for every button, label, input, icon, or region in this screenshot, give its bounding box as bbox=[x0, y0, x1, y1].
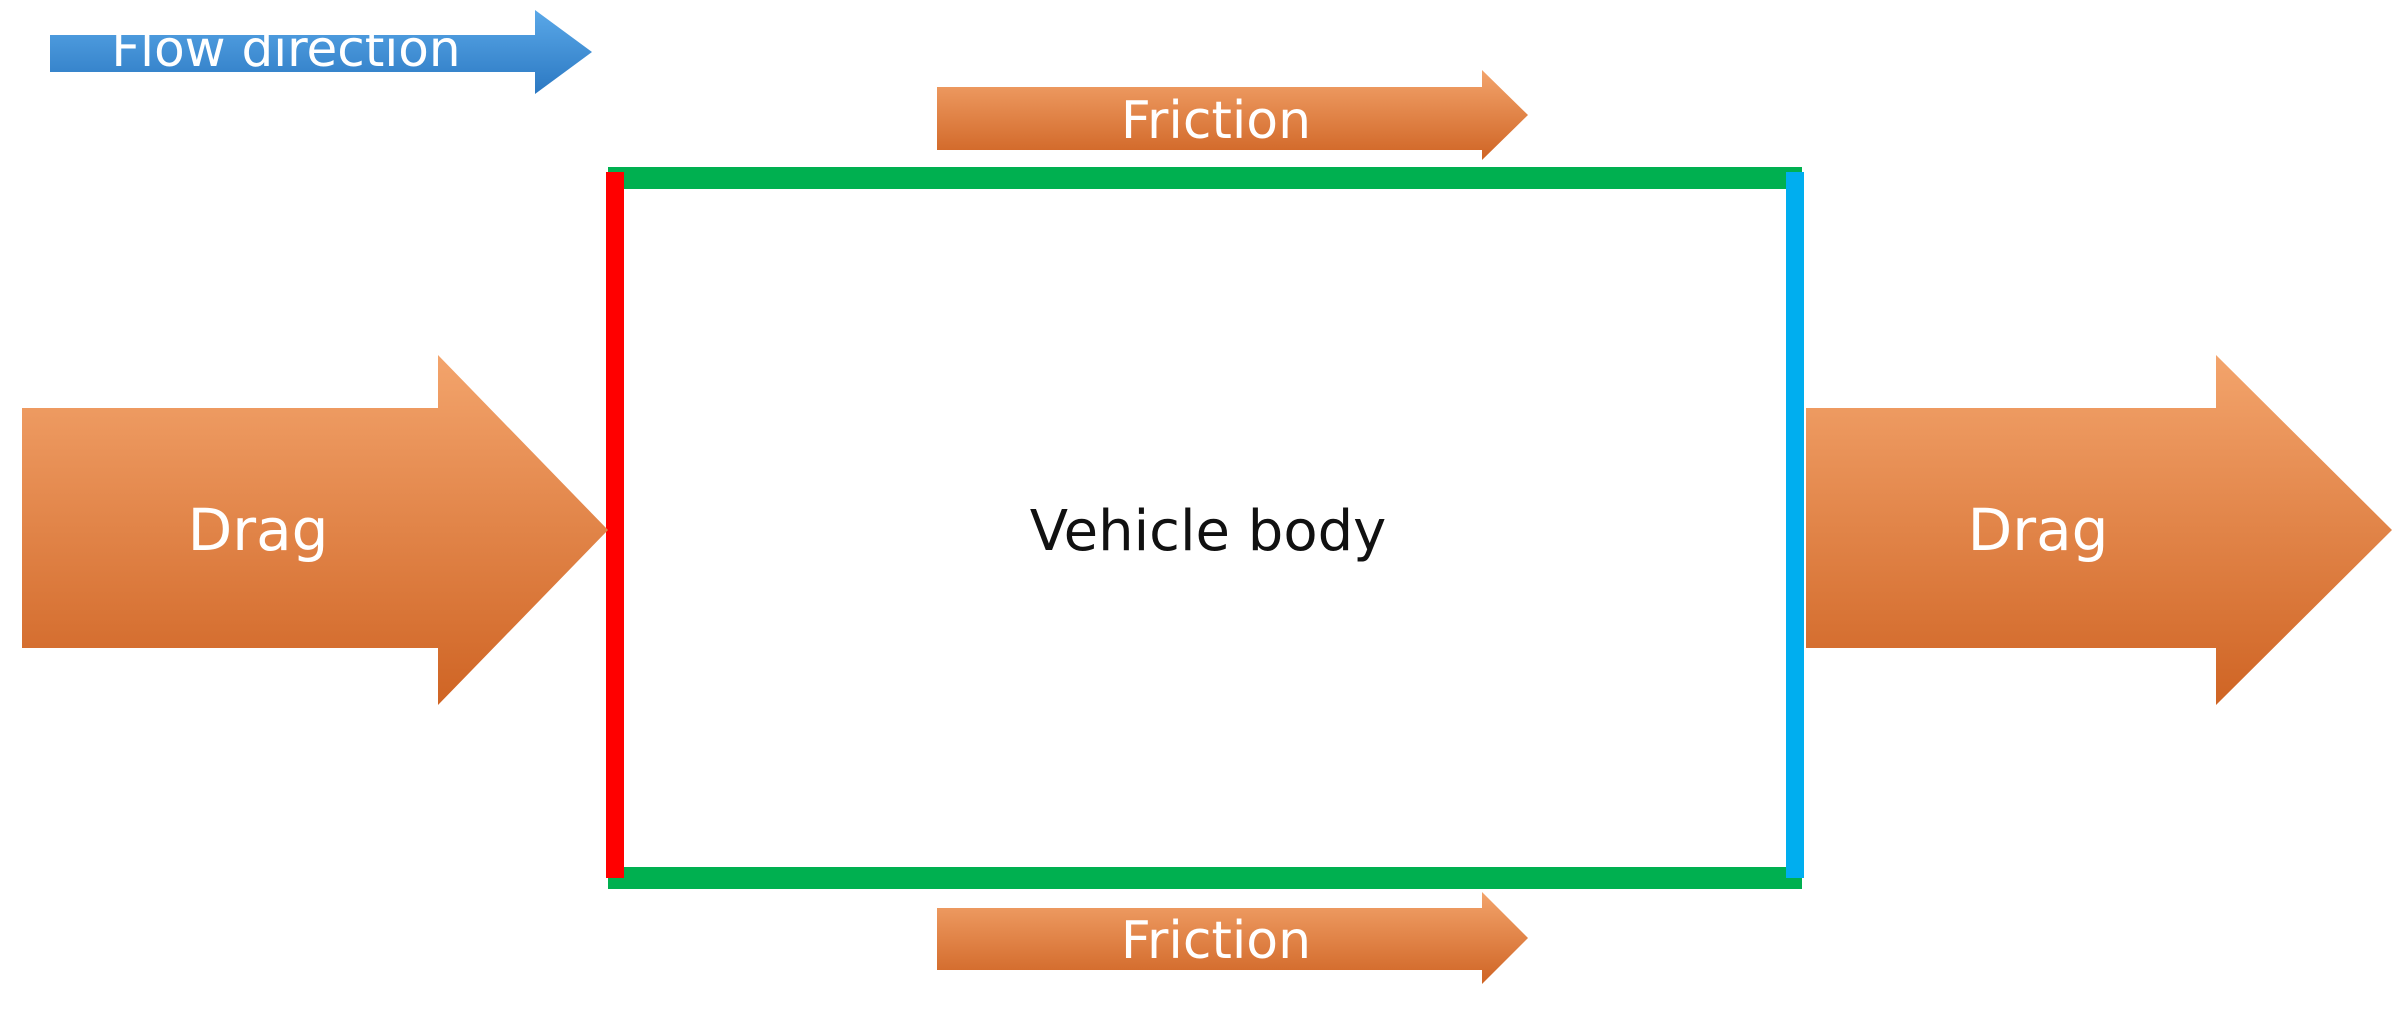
friction-bottom-label: Friction bbox=[1121, 911, 1311, 971]
drag-arrow-right: Drag bbox=[1806, 355, 2392, 705]
drag-arrow-left: Drag bbox=[22, 355, 608, 705]
flow-direction-arrow-shape bbox=[50, 10, 592, 94]
vehicle-body-label: Vehicle body bbox=[1030, 499, 1387, 564]
friction-arrow-bottom: Friction bbox=[937, 892, 1528, 984]
friction-arrow-top-shape bbox=[937, 70, 1528, 160]
friction-arrow-bottom-shape bbox=[937, 892, 1528, 984]
vehicle-body: Vehicle body bbox=[606, 167, 1804, 889]
drag-arrow-left-shape bbox=[22, 355, 608, 705]
flow-direction-label: Flow direction bbox=[111, 20, 460, 78]
drag-arrow-right-shape bbox=[1806, 355, 2392, 705]
flow-direction-arrow: Flow direction bbox=[50, 10, 592, 94]
vehicle-body-fill bbox=[615, 178, 1795, 878]
friction-top-label: Friction bbox=[1121, 91, 1311, 151]
friction-arrow-top: Friction bbox=[937, 70, 1528, 160]
drag-right-label: Drag bbox=[1968, 496, 2109, 564]
drag-left-label: Drag bbox=[188, 496, 329, 564]
